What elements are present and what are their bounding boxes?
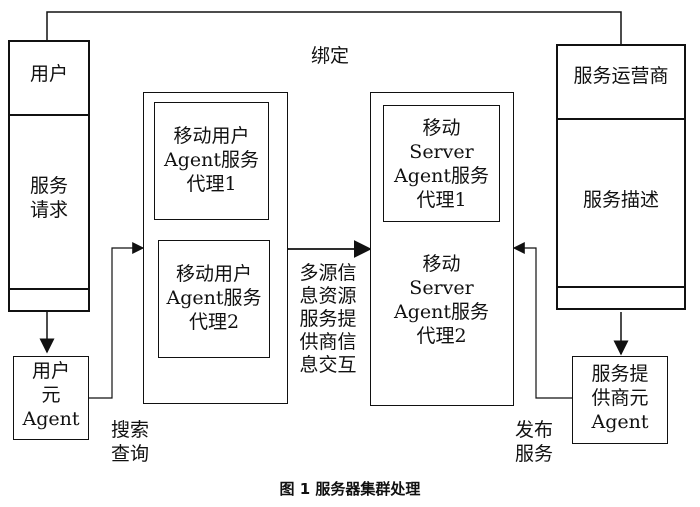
- service-request-label: 服务 请求: [29, 175, 68, 221]
- provider-element-agent-box: [572, 356, 668, 444]
- mobile-agent-2-label: 移动用户 Agent服务 代理2: [166, 263, 262, 333]
- search-query-arrow: [88, 242, 145, 399]
- provider-element-agent-label: 服务提 供商元 Agent: [591, 363, 649, 433]
- operator-box-divider-bottom: [558, 286, 684, 288]
- user-element-agent-box: [13, 356, 89, 440]
- publish-service-label: 发布 服务: [514, 419, 553, 465]
- info-interaction-label: 多源信 息资源 服务提 供商信 息交互: [299, 262, 357, 376]
- user-box: [8, 40, 90, 312]
- server-agent-1-box: [383, 105, 500, 222]
- user-header: 用户: [29, 63, 68, 85]
- mobile-agent-2-box: [158, 240, 270, 358]
- figure-caption: 图 1 服务器集群处理: [279, 480, 421, 498]
- server-agent-2-label: 移动 Server Agent服务 代理2: [393, 253, 489, 347]
- user-box-divider-bottom: [10, 288, 88, 290]
- user-box-divider-top: [10, 114, 88, 116]
- search-query-label: 搜索 查询: [110, 419, 149, 465]
- service-description-label: 服务描述: [582, 189, 659, 211]
- binding-line: [46, 11, 622, 44]
- operator-box-divider-top: [558, 118, 684, 120]
- binding-label: 绑定: [310, 45, 349, 67]
- mobile-agent-1-label: 移动用户 Agent服务 代理1: [163, 125, 259, 195]
- server-agent-1-label: 移动 Server Agent服务 代理1: [393, 117, 489, 211]
- publish-service-arrow: [512, 242, 572, 399]
- service-operator-box: [556, 44, 686, 310]
- user-element-agent-label: 用户 元 Agent: [22, 360, 80, 430]
- mobile-agent-1-box: [154, 102, 269, 220]
- service-operator-header: 服务运营商: [573, 65, 669, 87]
